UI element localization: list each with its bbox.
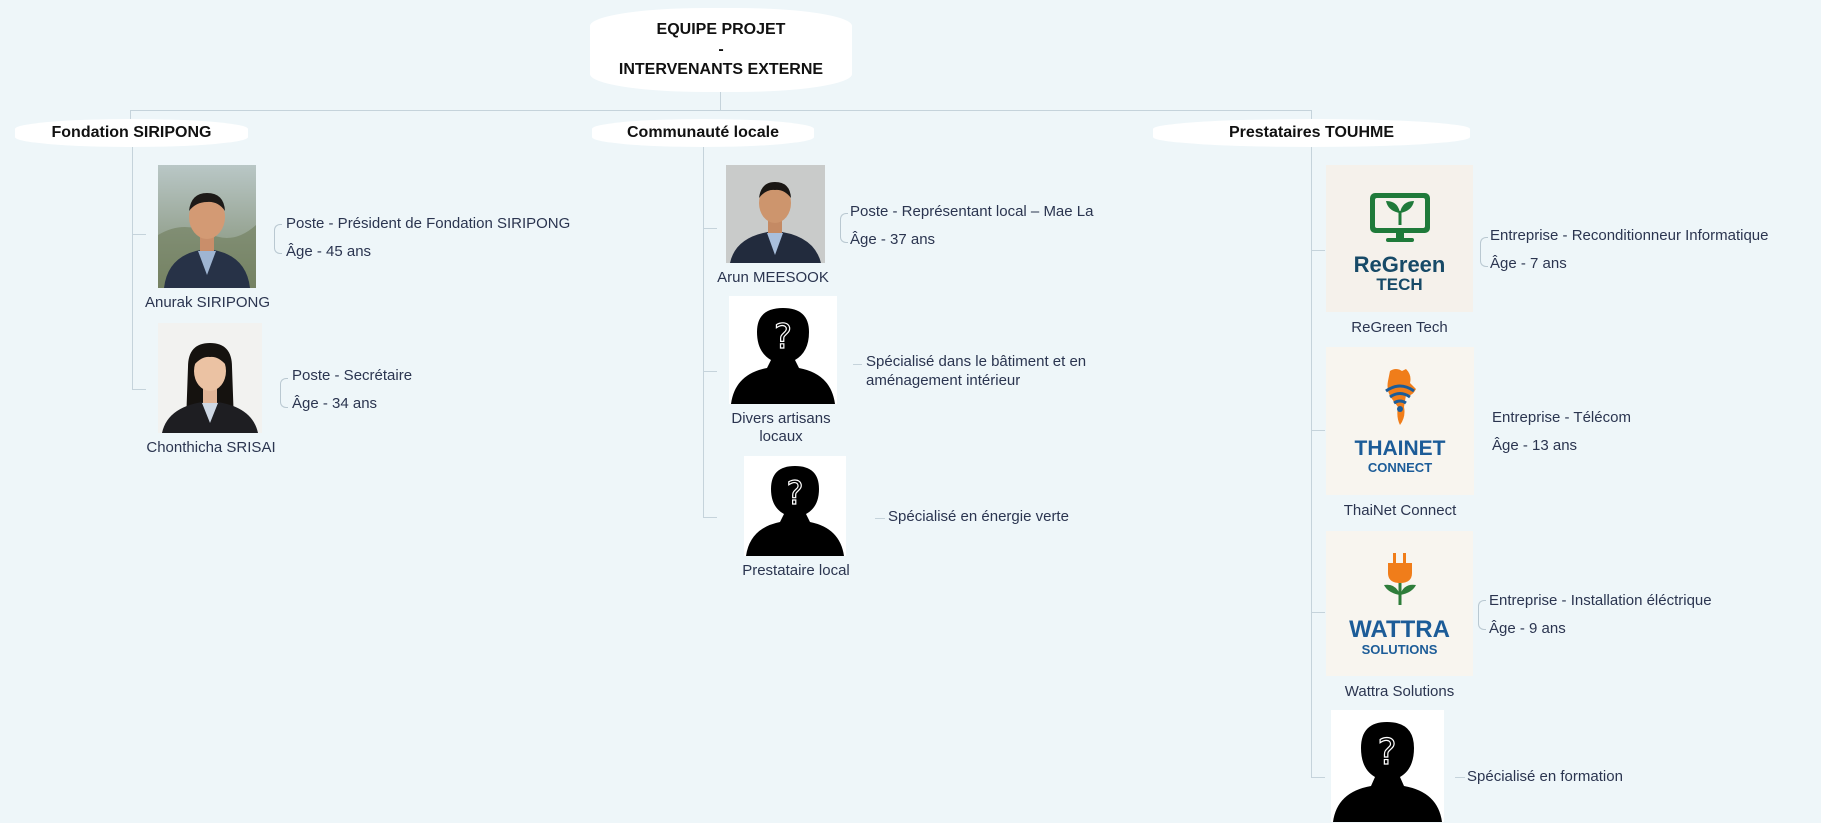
detail-connector (853, 364, 862, 365)
foundation-tick-2 (132, 389, 146, 390)
svg-text:?: ? (787, 474, 804, 512)
root-node: EQUIPE PROJET - INTERVENANTS EXTERNE (590, 8, 852, 92)
wifi-map-icon (1385, 369, 1416, 425)
detail-brace (274, 224, 282, 254)
branch-foundation: Fondation SIRIPONG (15, 119, 248, 147)
logo-line2: SOLUTIONS (1361, 642, 1438, 657)
member-name: ThaiNet Connect (1343, 502, 1457, 519)
logo-line1: THAINET (1354, 437, 1446, 460)
member-age: Âge - 45 ans (286, 243, 372, 260)
root-connector (720, 92, 721, 110)
member-name: Chonthicha SRISAI (146, 439, 276, 456)
wattra-logo: WATTRA SOLUTIONS (1326, 531, 1473, 676)
member-age: Âge - 34 ans (292, 395, 378, 412)
member-name: Divers artisans locaux (731, 410, 831, 445)
connector-providers (1311, 110, 1312, 120)
member-role: Entreprise - Télécom (1492, 409, 1631, 426)
connector-foundation (130, 110, 131, 120)
member-role: Poste - Représentant local – Mae La (850, 203, 1094, 220)
detail-connector (875, 518, 885, 519)
member-age: Âge - 37 ans (850, 231, 936, 248)
providers-tick-2 (1311, 430, 1325, 431)
top-connector (130, 110, 1312, 111)
member-role: Poste - Secrétaire (292, 367, 413, 384)
branch-label: Fondation SIRIPONG (51, 124, 212, 141)
person-photo (158, 323, 262, 433)
providers-tick-1 (1311, 250, 1325, 251)
logo-line2: TECH (1376, 275, 1423, 294)
plug-plant-icon (1384, 553, 1416, 605)
member-specialty: Spécialisé dans le bâtiment et en aménag… (866, 353, 1087, 389)
root-subtitle: INTERVENANTS EXTERNE (618, 61, 824, 78)
person-photo (158, 165, 256, 288)
community-tick-1 (703, 228, 717, 229)
member-age: Âge - 9 ans (1489, 620, 1566, 637)
logo-line2: CONNECT (1367, 460, 1433, 475)
root-dash: - (718, 41, 724, 58)
svg-text:?: ? (1377, 732, 1396, 773)
unknown-person-silhouette-icon: ? (729, 296, 837, 404)
member-role: Entreprise - Reconditionneur Informatiqu… (1490, 227, 1769, 244)
providers-tick-4 (1311, 777, 1325, 778)
member-specialty: Spécialisé en énergie verte (888, 508, 1069, 525)
providers-trunk (1311, 146, 1312, 778)
detail-brace (1480, 237, 1488, 267)
branch-label: Communauté locale (626, 124, 780, 141)
member-name: ReGreen Tech (1351, 319, 1448, 336)
member-age: Âge - 13 ans (1492, 437, 1578, 454)
detail-brace (840, 213, 848, 243)
member-name: Anurak SIRIPONG (144, 294, 271, 311)
member-specialty: Spécialisé en formation (1467, 768, 1623, 785)
community-tick-3 (703, 517, 717, 518)
providers-tick-3 (1311, 612, 1325, 613)
person-photo (726, 165, 825, 263)
detail-brace (1478, 600, 1486, 630)
member-name: Arun MEESOOK (717, 269, 829, 286)
member-role: Entreprise - Installation éléctrique (1489, 592, 1712, 609)
unknown-person-silhouette-icon: ? (1331, 710, 1444, 822)
community-tick-2 (703, 371, 717, 372)
svg-text:?: ? (774, 317, 792, 357)
member-name: Prestataire local (742, 562, 850, 579)
detail-brace (280, 378, 288, 408)
thainet-logo: THAINET CONNECT (1326, 347, 1474, 495)
branch-label: Prestataires TOUHME (1228, 124, 1395, 141)
detail-connector (1455, 777, 1465, 778)
logo-line1: WATTRA (1349, 616, 1450, 643)
regreen-logo: ReGreen TECH (1326, 165, 1473, 312)
branch-community: Communauté locale (592, 119, 814, 147)
branch-providers: Prestataires TOUHME (1153, 119, 1470, 147)
community-trunk (703, 146, 704, 518)
unknown-person-silhouette-icon: ? (744, 456, 846, 556)
computer-plant-icon (1370, 193, 1430, 242)
logo-line1: ReGreen (1353, 252, 1446, 277)
member-age: Âge - 7 ans (1490, 255, 1567, 272)
root-title: EQUIPE PROJET (656, 21, 786, 38)
foundation-tick-1 (132, 234, 146, 235)
member-role: Poste - Président de Fondation SIRIPONG (286, 215, 571, 232)
member-name: Wattra Solutions (1344, 683, 1455, 700)
foundation-trunk (132, 146, 133, 390)
